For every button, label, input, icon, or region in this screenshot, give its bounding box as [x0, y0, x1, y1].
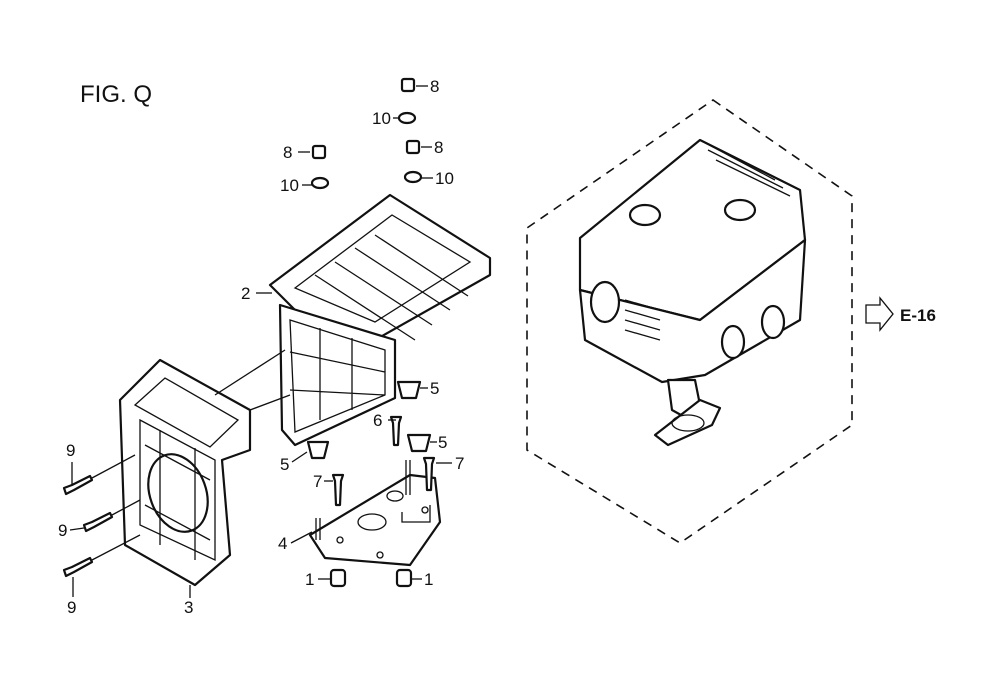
bracket-top-ribs: [314, 234, 469, 341]
plate-body: [308, 473, 442, 567]
body-hole-2: [760, 304, 786, 340]
nut-8-top: [400, 77, 416, 93]
callout-10: 10: [435, 169, 454, 188]
washer-10-top: [397, 111, 417, 125]
bracket-side-grid: [289, 328, 386, 420]
flange-opening: [671, 414, 705, 432]
callout-1: 1: [305, 570, 314, 589]
callout-5: 5: [280, 455, 289, 474]
callout-8: 8: [283, 143, 292, 162]
nut-8-mid: [405, 139, 421, 155]
callout-7: 7: [455, 454, 464, 473]
screw-9-top: [62, 474, 94, 496]
collar-1-left: [329, 568, 347, 588]
bolt-7-right: [422, 456, 436, 492]
callout-2: 2: [241, 284, 250, 303]
callout-9: 9: [58, 521, 67, 540]
callout-8: 8: [430, 77, 439, 96]
plate-hole-c: [421, 506, 429, 514]
callout-9: 9: [66, 441, 75, 460]
bolt-6: [389, 415, 403, 447]
body-port: [589, 280, 621, 324]
reference-e16: E-16: [865, 296, 936, 332]
plate-center-hole: [357, 513, 387, 531]
figure-title: FIG. Q: [80, 81, 152, 108]
washer-10-left: [310, 176, 330, 190]
plate-upper-hole: [386, 490, 404, 502]
base-ribs: [144, 430, 211, 560]
callout-10: 10: [372, 109, 391, 128]
air-cleaner-body: [578, 238, 807, 384]
plate-hole-b: [376, 551, 384, 559]
upper-bracket: [268, 193, 492, 447]
screw-9-mid: [82, 511, 114, 533]
screw-9-bottom: [62, 556, 94, 578]
lower-plate: [308, 473, 442, 567]
cover-ribs: [699, 139, 791, 197]
stud-4: [315, 518, 321, 540]
base-top-face: [133, 377, 240, 448]
hardware: [62, 77, 436, 588]
leader-lines: [69, 85, 452, 598]
washer-10-right: [403, 170, 423, 184]
body-hole-1: [720, 324, 746, 360]
bracket-side-plate: [278, 303, 397, 447]
reference-arrow-icon: [865, 296, 894, 332]
bracket-top-inner: [293, 214, 472, 323]
grommet-5-left: [306, 440, 330, 460]
callout-10: 10: [280, 176, 299, 195]
stud-center: [405, 460, 411, 495]
nut-8-left: [311, 144, 327, 160]
callout-5: 5: [430, 379, 439, 398]
body-vents: [624, 299, 661, 341]
grommet-5-upper: [396, 380, 422, 400]
bolt-7-left: [331, 473, 345, 507]
outlet-flange: [653, 398, 722, 447]
callout-labels: 8 10 8 8 10 10 2 5 6 5 5 7 7 4 1 1 9 9 9…: [58, 77, 464, 617]
callout-6: 6: [373, 411, 382, 430]
grommet-5-right: [406, 433, 432, 453]
air-cleaner-assembly: [526, 99, 853, 544]
base-front-face: [139, 418, 216, 562]
callout-8: 8: [434, 138, 443, 157]
cover-hole-left: [628, 203, 662, 227]
plate-hole-a: [336, 536, 344, 544]
callout-4: 4: [278, 534, 287, 553]
callout-3: 3: [184, 598, 193, 617]
callout-7: 7: [313, 472, 322, 491]
callout-9: 9: [67, 598, 76, 617]
reference-label: E-16: [900, 306, 936, 325]
mounting-base: [118, 358, 252, 587]
collar-1-right: [395, 568, 413, 588]
callout-1: 1: [424, 570, 433, 589]
assembly-boundary: [526, 99, 853, 544]
cover-hole-right: [723, 198, 757, 222]
callout-5: 5: [438, 433, 447, 452]
